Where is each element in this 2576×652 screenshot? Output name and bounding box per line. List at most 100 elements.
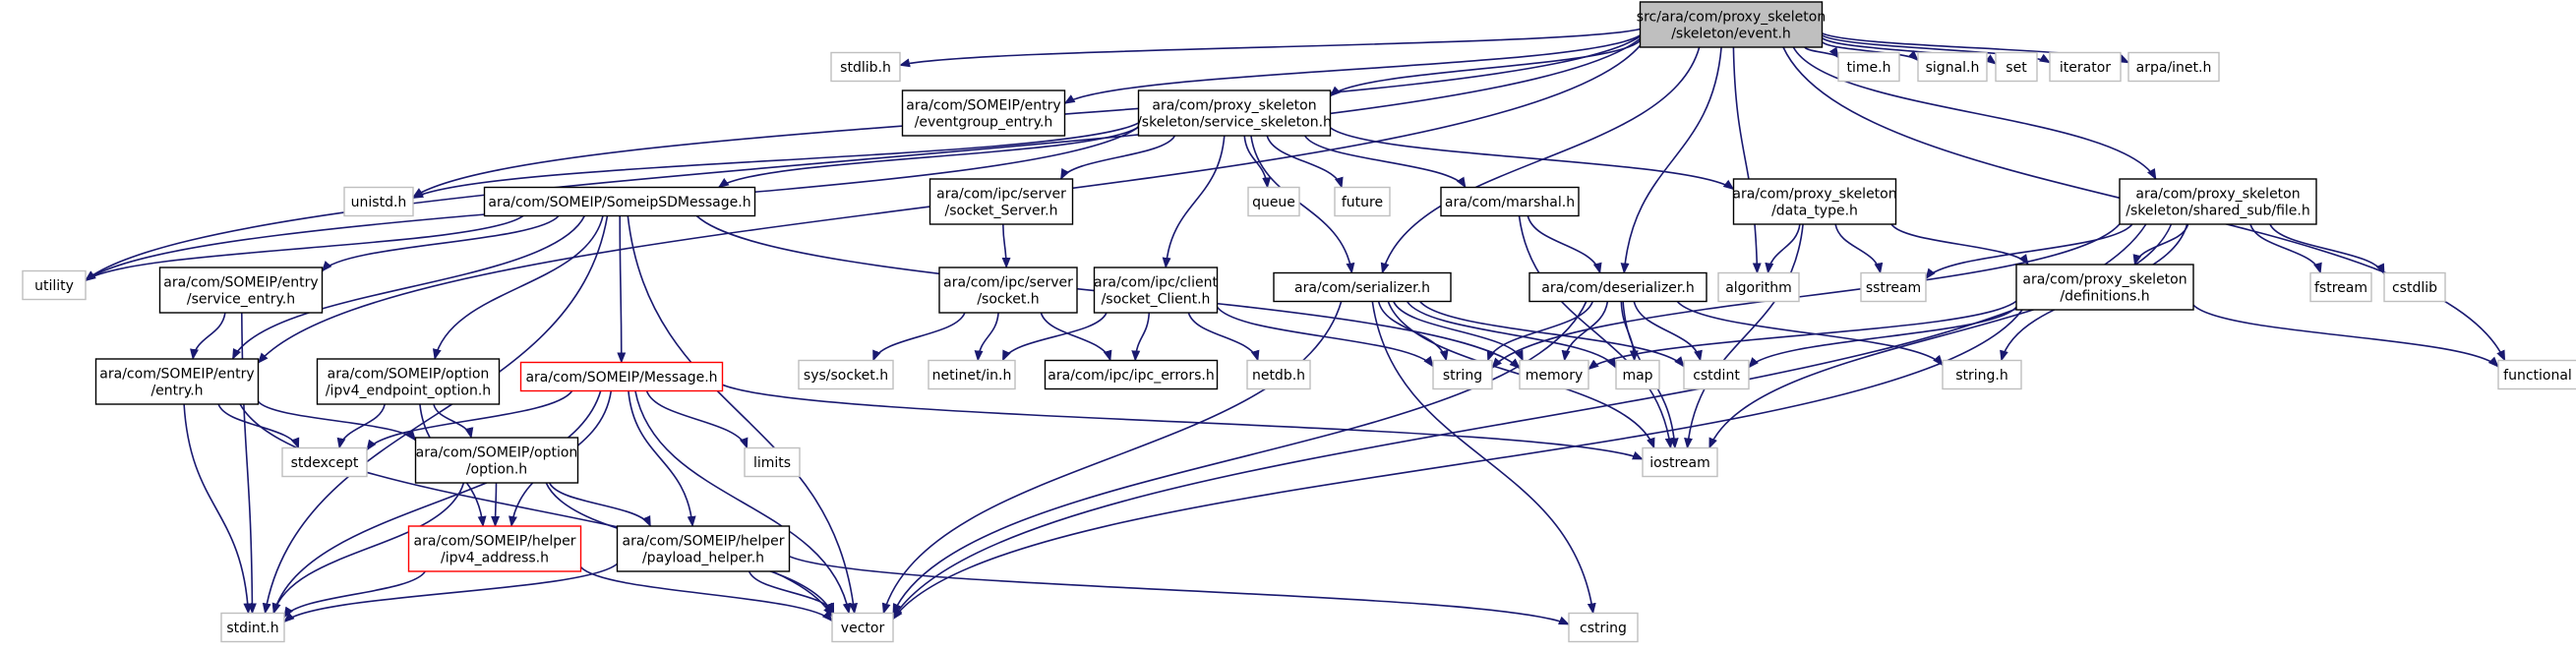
node-service-skeleton-h[interactable]: ara/com/proxy_skeleton/skeleton/service_… bbox=[1137, 89, 1332, 137]
edge-someipsdmessage_h-to-stdint_h bbox=[262, 215, 609, 615]
node-label: string.h bbox=[1955, 368, 2008, 384]
node-label: cstdint bbox=[1693, 368, 1740, 384]
node-message-h[interactable]: ara/com/SOMEIP/Message.h bbox=[519, 361, 724, 392]
node-marshal-h[interactable]: ara/com/marshal.h bbox=[1440, 186, 1580, 217]
node-root[interactable]: src/ara/com/proxy_skeleton/skeleton/even… bbox=[1637, 1, 1826, 48]
edge-payload_helper_h-to-vector bbox=[748, 570, 835, 615]
edge-root-to-algorithm bbox=[1732, 46, 1762, 274]
edge-service_skeleton_h-to-data_type_h bbox=[1330, 127, 1735, 191]
node-cstdlib: cstdlib bbox=[2383, 271, 2446, 303]
node-label: /service_entry.h bbox=[187, 292, 295, 308]
node-label: netdb.h bbox=[1252, 368, 1305, 384]
edge-ipv4_address_h-to-stdint_h bbox=[283, 570, 426, 619]
edge-root-to-signal_h bbox=[1821, 41, 1919, 62]
node-box bbox=[2497, 359, 2576, 390]
node-box bbox=[831, 612, 894, 643]
edge-data_type_h-to-algorithm bbox=[1765, 223, 1801, 274]
node-netinet-in-h: netinet/in.h bbox=[928, 359, 1016, 390]
node-label: future bbox=[1342, 195, 1383, 210]
node-label: /ipv4_address.h bbox=[441, 551, 549, 566]
node-fstream: fstream bbox=[2309, 271, 2372, 303]
node-ipv4-endpoint-option-h[interactable]: ara/com/SOMEIP/option/ipv4_endpoint_opti… bbox=[316, 358, 501, 405]
edge-socket_client_h-to-netinet_in_h bbox=[1001, 312, 1108, 362]
node-cstdint: cstdint bbox=[1683, 359, 1750, 390]
edge-serializer_h-to-cstring bbox=[1371, 301, 1596, 615]
node-label: netinet/in.h bbox=[932, 368, 1012, 384]
edge-root-to-stdlib_h bbox=[898, 28, 1641, 68]
edge-service_skeleton_h-to-socket_server_h bbox=[1059, 135, 1176, 180]
node-future: future bbox=[1334, 186, 1391, 217]
node-entry-h[interactable]: ara/com/SOMEIP/entry/entry.h bbox=[94, 358, 260, 405]
edge-deserializer_h-to-memory bbox=[1561, 301, 1609, 362]
node-utility: utility bbox=[22, 269, 87, 301]
edge-definitions_h-to-vector bbox=[892, 309, 2023, 621]
node-ipc-errors-h[interactable]: ara/com/ipc/ipc_errors.h bbox=[1044, 359, 1219, 390]
node-service-entry-h[interactable]: ara/com/SOMEIP/entry/service_entry.h bbox=[158, 267, 324, 314]
edge-data_type_h-to-sstream bbox=[1834, 223, 1884, 274]
node-unistd-h: unistd.h bbox=[343, 186, 414, 217]
node-algorithm: algorithm bbox=[1717, 271, 1800, 303]
edge-entry_h-to-vector bbox=[239, 403, 833, 618]
node-limits: limits bbox=[744, 446, 801, 478]
node-vector: vector bbox=[831, 612, 894, 643]
node-box bbox=[94, 358, 260, 405]
edge-service_skeleton_h-to-serializer_h bbox=[1250, 135, 1355, 274]
node-box bbox=[1432, 359, 1493, 390]
node-box bbox=[928, 359, 1016, 390]
node-queue: queue bbox=[1247, 186, 1300, 217]
node-label: src/ara/com/proxy_skeleton bbox=[1637, 10, 1826, 26]
node-socket-client-h[interactable]: ara/com/ipc/client/socket_Client.h bbox=[1093, 267, 1218, 314]
edge-message_h-to-payload_helper_h bbox=[628, 390, 696, 528]
node-payload-helper-h[interactable]: ara/com/SOMEIP/helper/payload_helper.h bbox=[616, 525, 791, 572]
node-label: string bbox=[1443, 368, 1482, 384]
edge-root-to-service_skeleton_h bbox=[1329, 39, 1642, 97]
node-eventgroup-entry-h[interactable]: ara/com/SOMEIP/entry/eventgroup_entry.h bbox=[901, 89, 1066, 137]
node-ipv4-address-h[interactable]: ara/com/SOMEIP/helper/ipv4_address.h bbox=[407, 525, 582, 572]
node-label: /ipv4_endpoint_option.h bbox=[326, 384, 491, 399]
node-sstream: sstream bbox=[1860, 271, 1927, 303]
node-data-type-h[interactable]: ara/com/proxy_skeleton/data_type.h bbox=[1732, 178, 1897, 225]
edge-message_h-to-vector bbox=[634, 390, 852, 615]
node-definitions-h[interactable]: ara/com/proxy_skeleton/definitions.h bbox=[2015, 264, 2194, 311]
edge-socket_server_h-to-socket_h bbox=[1001, 223, 1011, 269]
node-label: ara/com/SOMEIP/option bbox=[328, 367, 490, 383]
node-label: /skeleton/shared_sub/file.h bbox=[2126, 204, 2310, 219]
node-option-h[interactable]: ara/com/SOMEIP/option/option.h bbox=[414, 437, 579, 484]
edge-socket_h-to-ipc_errors_h bbox=[1040, 312, 1112, 362]
edge-service_skeleton_h-to-socket_client_h bbox=[1162, 135, 1226, 269]
node-label: ara/com/SOMEIP/SomeipSDMessage.h bbox=[488, 195, 750, 210]
node-box bbox=[938, 267, 1078, 314]
node-label: /socket_Client.h bbox=[1102, 292, 1211, 308]
node-label: iostream bbox=[1649, 455, 1710, 471]
node-box bbox=[1717, 271, 1800, 303]
node-label: ara/com/proxy_skeleton bbox=[1732, 187, 1896, 203]
edge-serializer_h-to-vector bbox=[881, 301, 1343, 615]
node-box bbox=[22, 269, 87, 301]
node-socket-server-h[interactable]: ara/com/ipc/server/socket_Server.h bbox=[929, 178, 1074, 225]
node-box bbox=[1044, 359, 1219, 390]
node-deserializer-h[interactable]: ara/com/deserializer.h bbox=[1528, 271, 1707, 303]
node-shared-sub-file-h[interactable]: ara/com/proxy_skeleton/skeleton/shared_s… bbox=[2119, 178, 2317, 225]
edge-marshal_h-to-iostream bbox=[1518, 215, 1674, 449]
node-someipsdmessage-h[interactable]: ara/com/SOMEIP/SomeipSDMessage.h bbox=[483, 186, 756, 217]
node-label: /skeleton/event.h bbox=[1671, 27, 1791, 42]
node-map: map bbox=[1615, 359, 1660, 390]
node-label: /eventgroup_entry.h bbox=[915, 115, 1053, 131]
node-box bbox=[1732, 178, 1897, 225]
node-stdexcept: stdexcept bbox=[281, 446, 368, 478]
edge-payload_helper_h-to-cstring bbox=[789, 555, 1571, 625]
node-box bbox=[1568, 612, 1639, 643]
node-socket-h[interactable]: ara/com/ipc/server/socket.h bbox=[938, 267, 1078, 314]
edge-service_skeleton_h-to-unistd_h bbox=[412, 122, 1139, 200]
node-label: /option.h bbox=[466, 462, 527, 478]
node-serializer-h[interactable]: ara/com/serializer.h bbox=[1273, 271, 1452, 303]
edge-someipsdmessage_h-to-ipv4_endpoint_option_h bbox=[432, 215, 604, 361]
node-label: ara/com/ipc/client bbox=[1094, 275, 1218, 291]
node-label: memory bbox=[1526, 368, 1584, 384]
node-set: set bbox=[1995, 51, 2038, 83]
edge-marshal_h-to-deserializer_h bbox=[1527, 215, 1602, 274]
node-box bbox=[407, 525, 582, 572]
node-label: vector bbox=[841, 621, 885, 636]
edge-socket_client_h-to-netdb_h bbox=[1187, 312, 1260, 362]
